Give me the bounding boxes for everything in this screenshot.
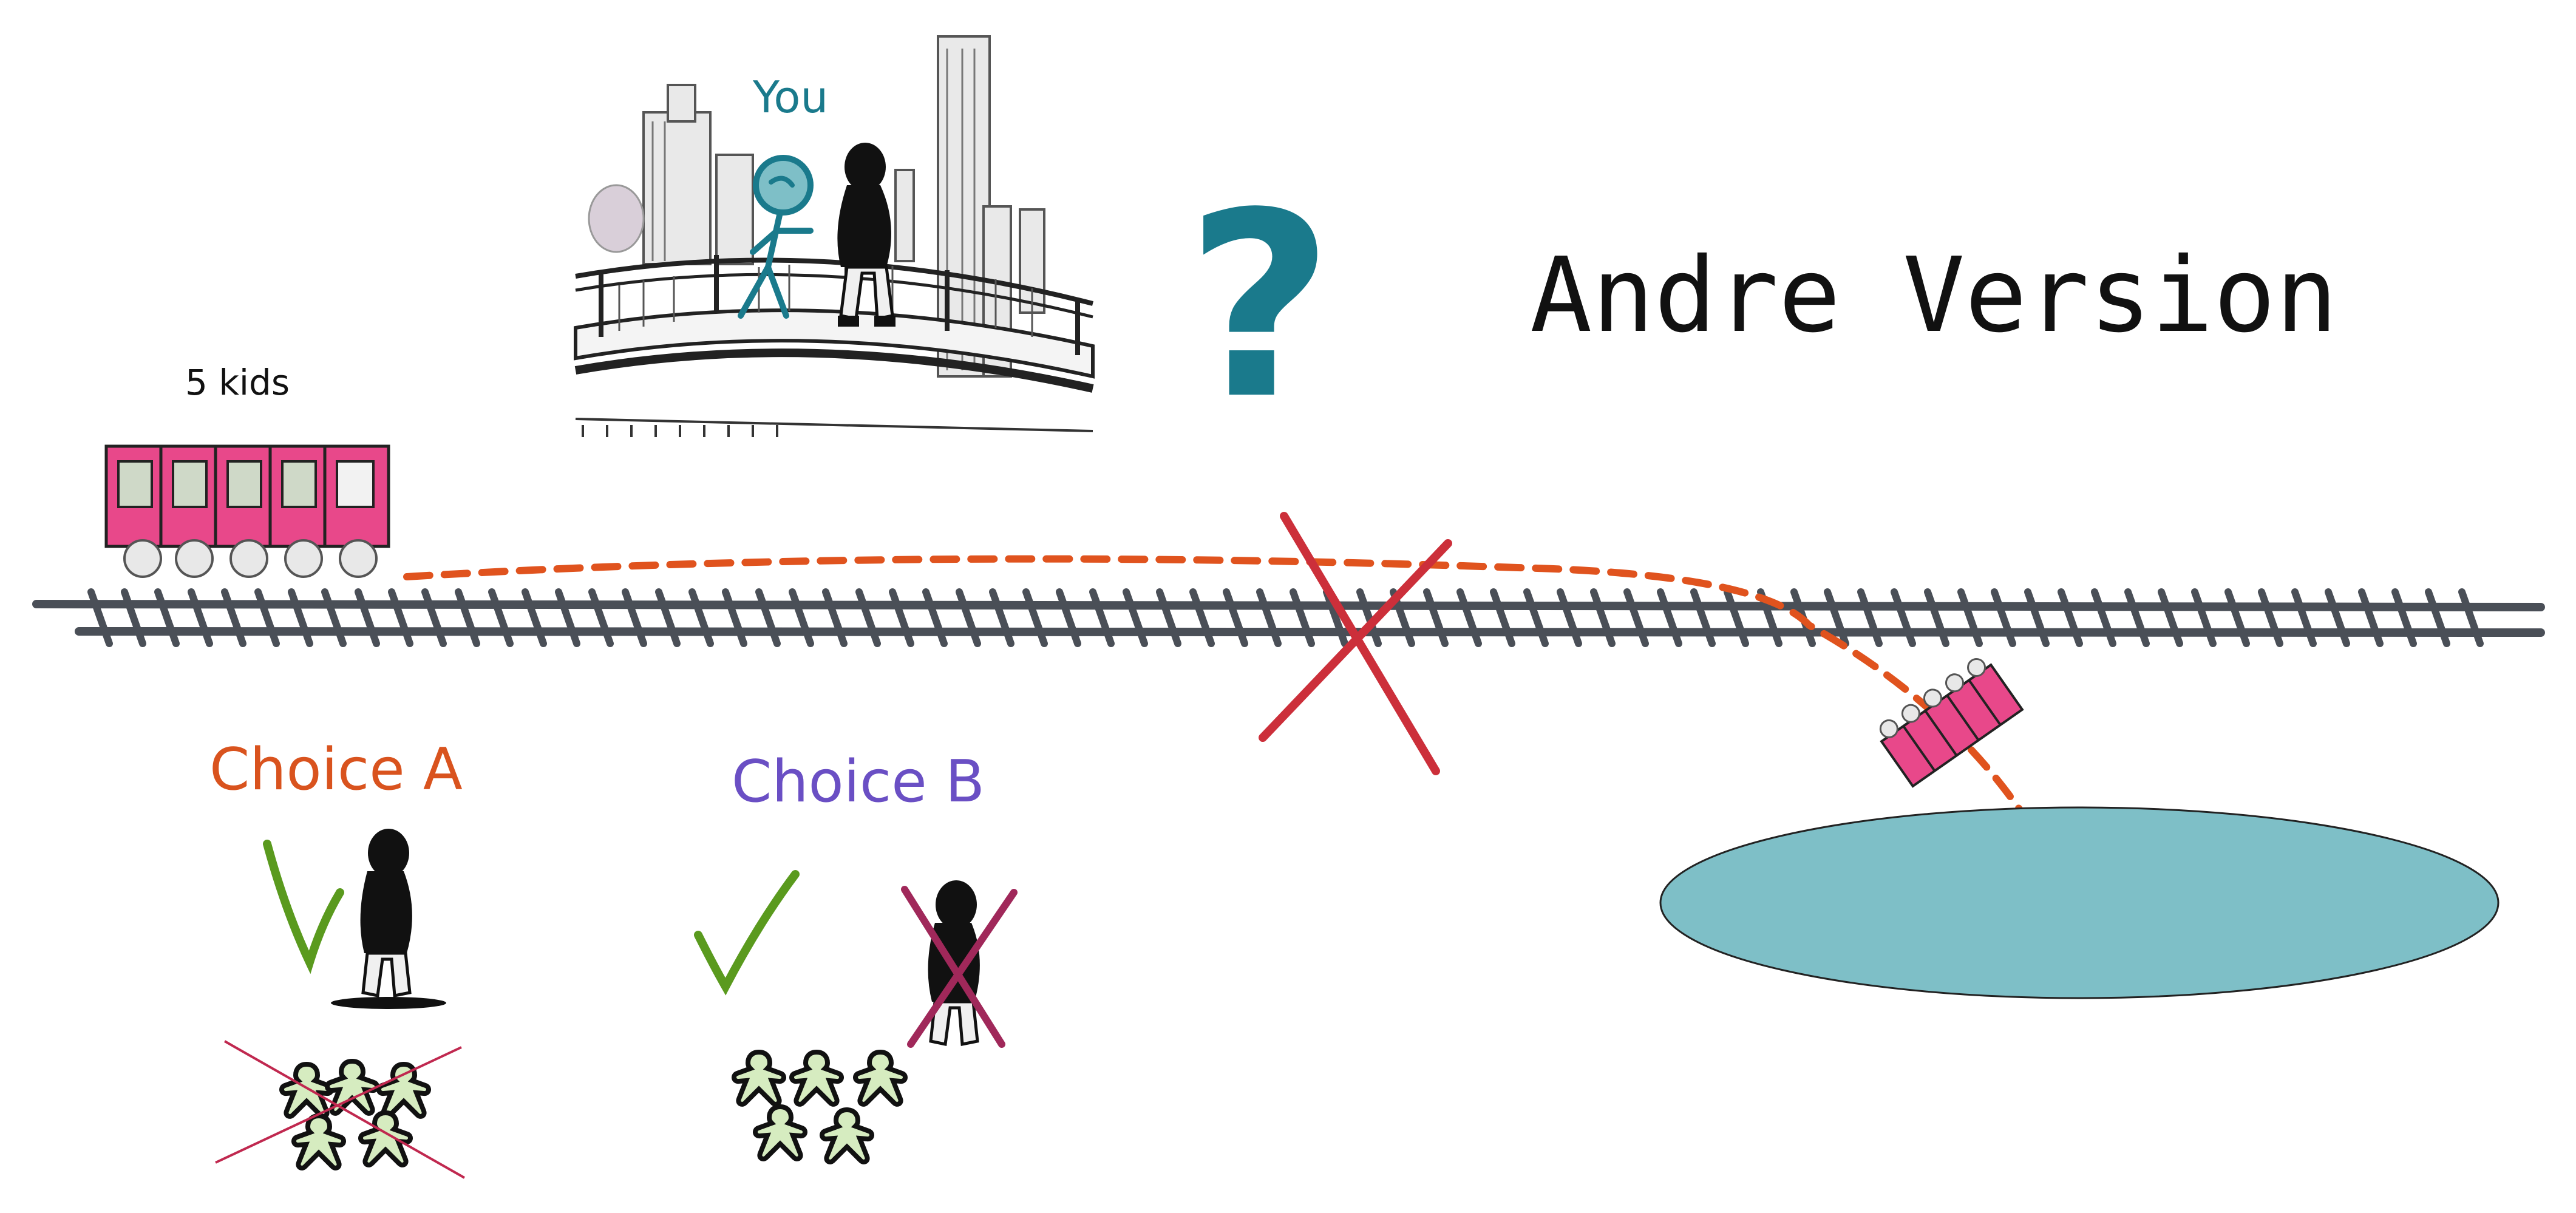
page-title: Andre Version [1530,236,2338,356]
track-tie [2091,588,2116,647]
bridge-scene [574,35,1096,437]
track-tie [1991,588,2016,647]
track-tie [221,588,246,647]
choice-a-label: Choice A [209,736,463,803]
track-tie [421,588,447,647]
track-tie [956,588,981,647]
kid-meeple-icon [358,1110,413,1167]
track-tie [1056,588,1081,647]
track-tie [1590,588,1616,647]
railway-track [32,588,2545,647]
trolley-icon-derailed [1879,657,2024,788]
track-tie [87,588,113,647]
track-tie [154,588,180,647]
track-tie [1189,588,1215,647]
track-tie [2358,588,2384,647]
track-tie [2191,588,2217,647]
track-tie [1690,588,1716,647]
kids-group-b [732,1049,908,1164]
track-tie [1456,588,1482,647]
track-tie [1824,588,1849,647]
track-tie [355,588,380,647]
choice-b-label: Choice B [732,749,985,815]
track-tie [1891,588,1916,647]
kid-meeple-icon [279,1061,334,1119]
track-tie [922,588,948,647]
track-tie [822,588,848,647]
track-tie [1256,588,1282,647]
track-tie [1523,588,1549,647]
track-tie [755,588,781,647]
trolley-label: 5 kids [185,362,290,403]
track-tie [455,588,480,647]
lake-shape [1659,806,2500,999]
check-icon-a [263,840,344,974]
track-tie [488,588,514,647]
track-tie [588,588,614,647]
track-tie [522,588,547,647]
track-tie [688,588,714,647]
track-tie [889,588,914,647]
cross-icon-kids-a [215,1040,465,1179]
track-tie [1623,588,1649,647]
track-tie [789,588,814,647]
track-tie [1857,588,1883,647]
kid-meeple-icon [732,1049,786,1107]
track-tie [288,588,313,647]
check-icon-b [694,870,800,996]
track-tie [1957,588,1983,647]
track-tie [2124,588,2150,647]
track-tie [388,588,413,647]
track-tie [321,588,347,647]
large-man-figure-a [331,829,446,1009]
track-tie [1924,588,1949,647]
kid-meeple-icon [291,1113,346,1171]
kid-meeple-icon [789,1049,844,1107]
kid-meeple-icon [753,1104,807,1161]
track-tie [1022,588,1048,647]
trolley-icon [104,444,390,578]
track-tie [1123,588,1148,647]
track-tie [722,588,747,647]
track-tie [555,588,580,647]
large-man-figure-bridge [837,143,895,327]
track-tie [2224,588,2250,647]
track-tie [2258,588,2283,647]
track-tie [121,588,146,647]
track-tie [1724,588,1749,647]
track-tie [989,588,1014,647]
track-tie [2391,588,2417,647]
track-tie [1423,588,1449,647]
cross-icon-man-b [901,886,1018,1048]
track-tie [2158,588,2183,647]
track-tie [1156,588,1181,647]
track-tie [2024,588,2050,647]
track-tie [2325,588,2350,647]
kid-meeple-icon [853,1049,908,1107]
cross-icon-track [1259,512,1452,775]
track-tie [855,588,881,647]
question-mark: ? [1186,158,1334,455]
kid-meeple-icon [820,1107,874,1164]
track-tie [1557,588,1582,647]
track-tie [1356,588,1382,647]
track-tie [655,588,681,647]
track-tie [1089,588,1115,647]
track-tie [2058,588,2083,647]
kid-meeple-icon [376,1061,431,1119]
track-tie [1490,588,1515,647]
track-tie [2425,588,2450,647]
track-tie [1223,588,1248,647]
track-tie [254,588,280,647]
track-tie [188,588,213,647]
track-tie [2458,588,2484,647]
stick-figure-you [738,155,814,319]
track-tie [622,588,647,647]
track-tie [1657,588,1682,647]
you-label: You [752,72,828,123]
track-tie [1290,588,1315,647]
track-tie [2291,588,2317,647]
